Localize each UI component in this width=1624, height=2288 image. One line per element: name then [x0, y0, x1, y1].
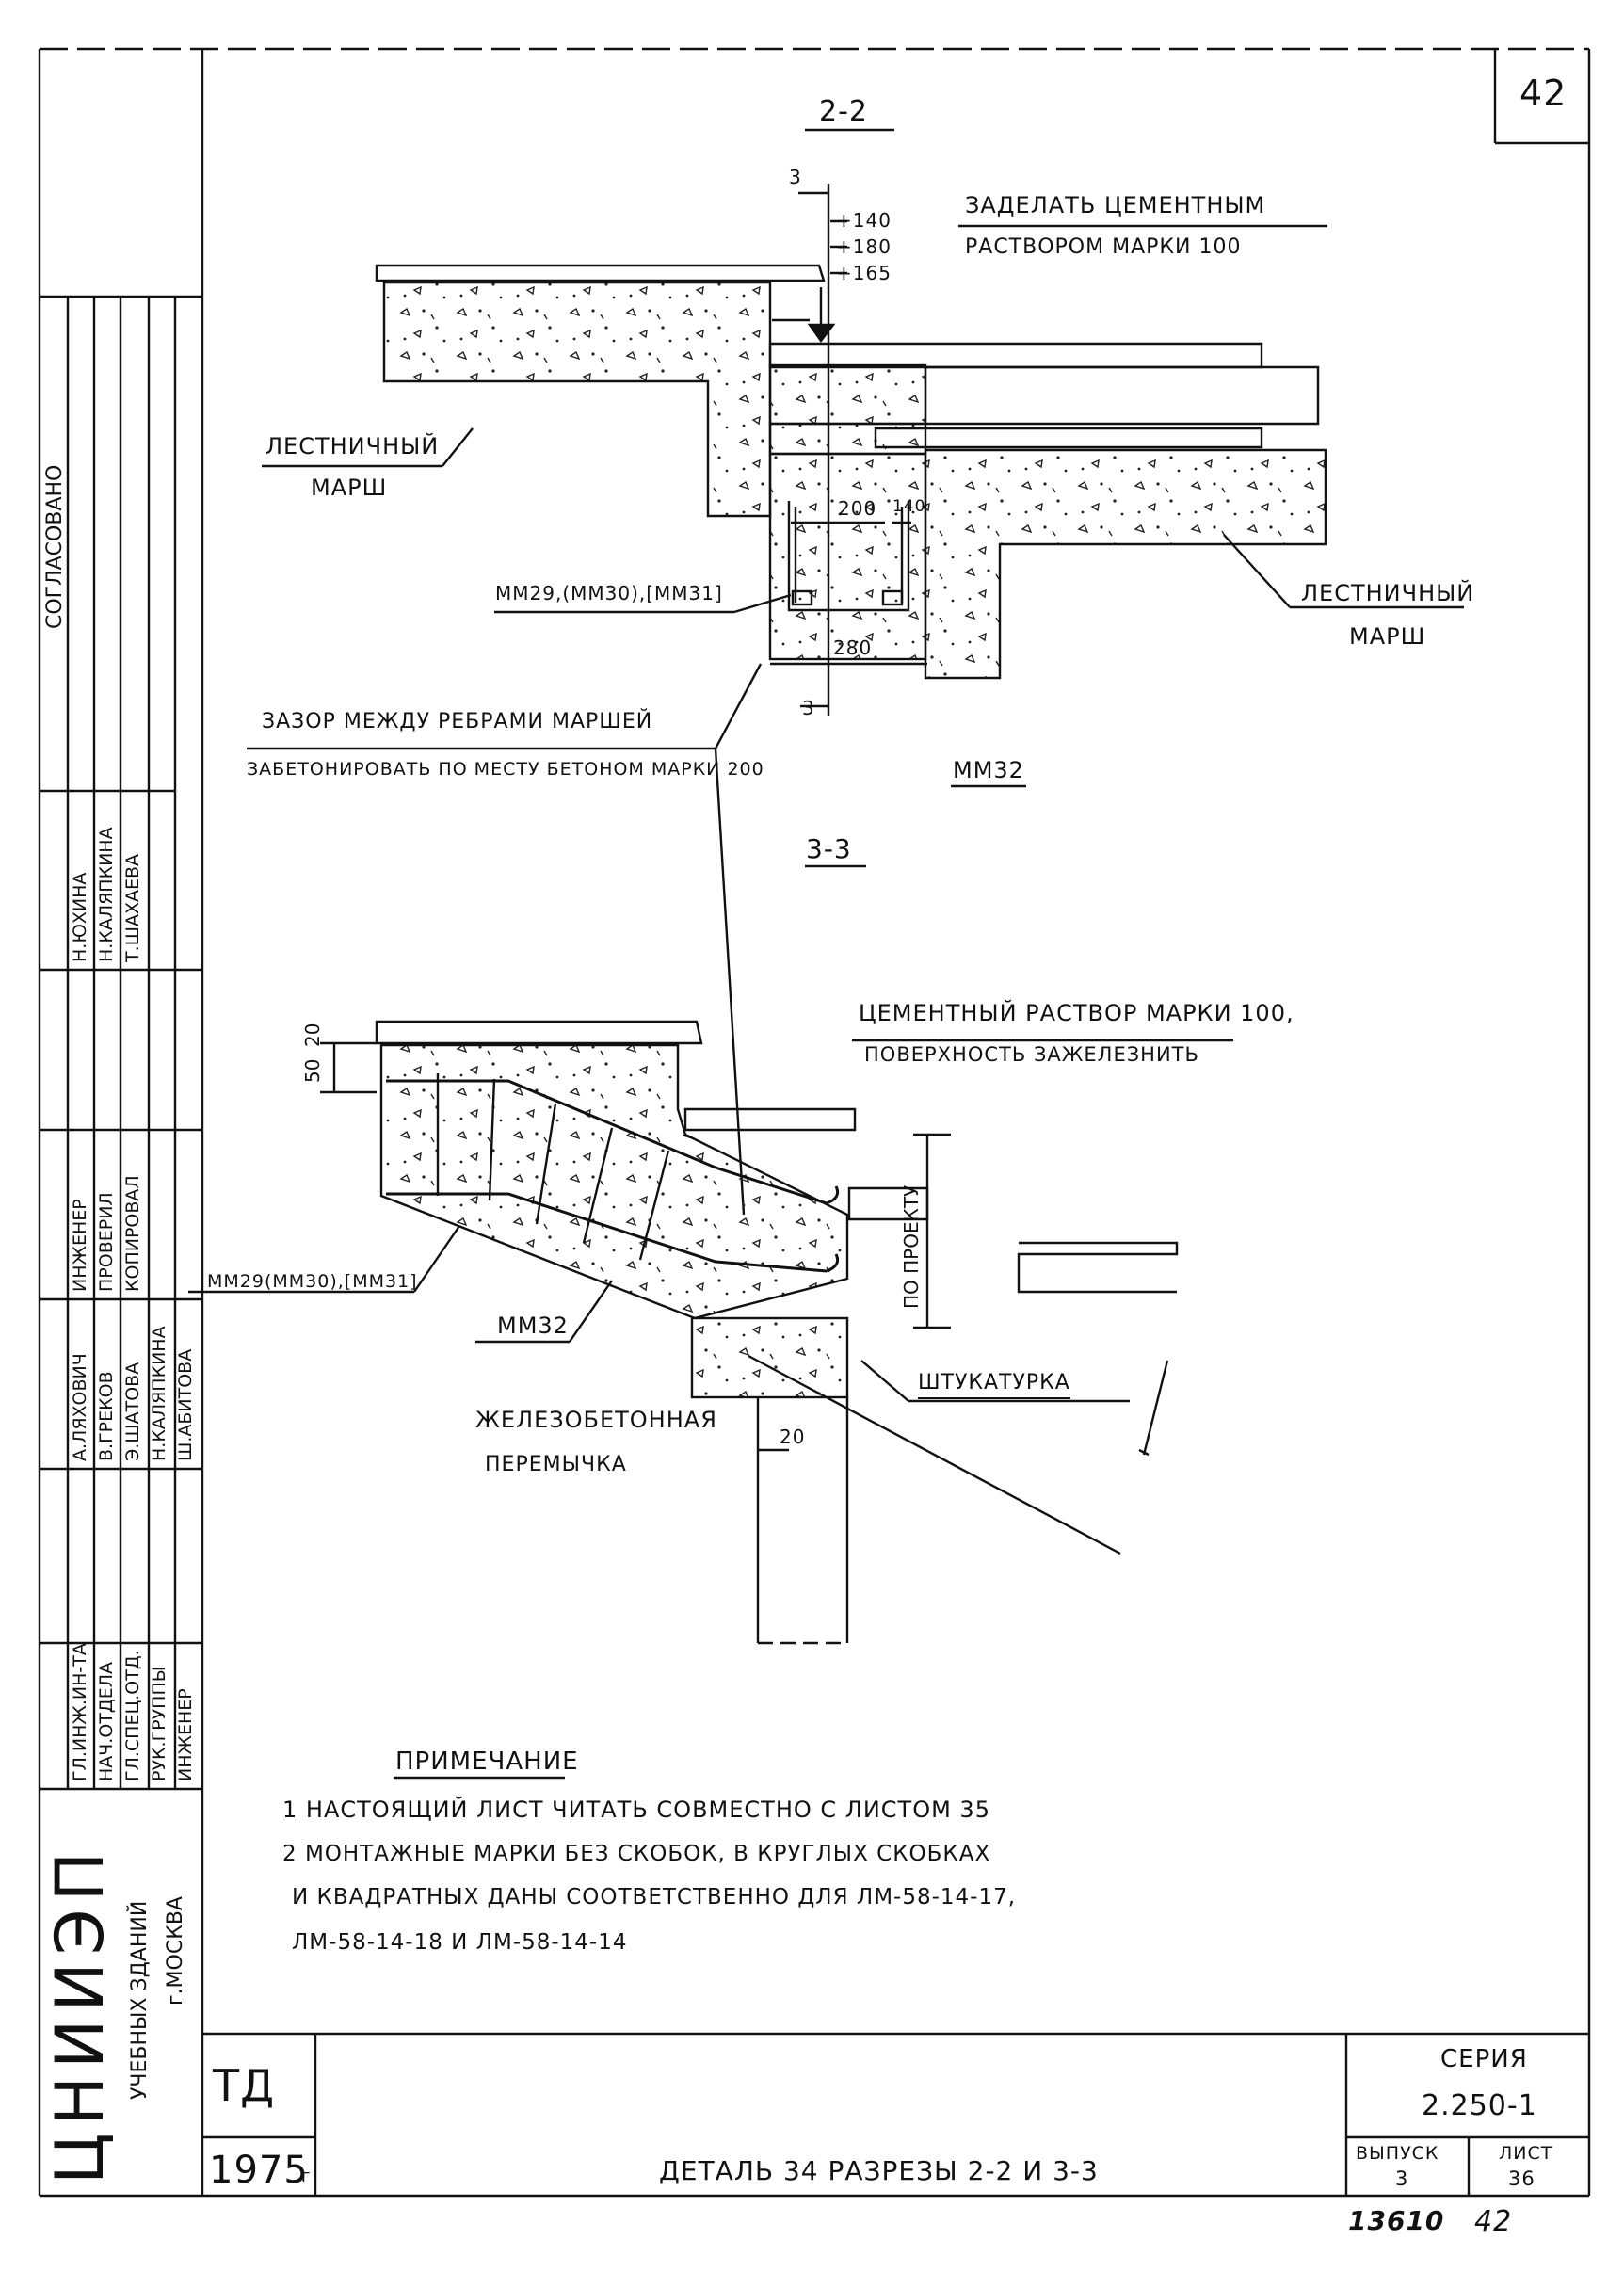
- gap-note-line2: ЗАБЕТОНИРОВАТЬ ПО МЕСТУ БЕТОНОМ МАРКИ 20…: [247, 759, 764, 780]
- org-sub-2: г.МОСКВА: [164, 1896, 187, 2006]
- staff-name-5: Ш.АБИТОВА: [175, 1348, 196, 1461]
- flight-right-line1: ЛЕСТНИЧНЫЙ: [1301, 580, 1475, 606]
- section-title-2-2: 2-2: [819, 95, 868, 128]
- archive-number: 13610: [1348, 2205, 1445, 2236]
- flight-left-line2: МАРШ: [311, 475, 388, 501]
- position-2: НАЧ.ОТДЕЛА: [96, 1661, 117, 1781]
- flight-right-line2: МАРШ: [1349, 623, 1426, 650]
- mortar-line1: ЦЕМЕНТНЫЙ РАСТВОР МАРКИ 100,: [859, 1000, 1294, 1026]
- section-title-3-3: 3-3: [806, 833, 852, 864]
- agreed-name-1: Н.ЮХИНА: [70, 872, 90, 962]
- sheet-label: ЛИСТ: [1499, 2143, 1553, 2164]
- issue-label: ВЫПУСК: [1356, 2143, 1439, 2164]
- staff-name-2: В.ГРЕКОВ: [96, 1371, 117, 1461]
- dim-20-lintel: 20: [780, 1426, 806, 1448]
- mm32-2-2: ММ32: [953, 757, 1024, 783]
- issue-value: 3: [1395, 2167, 1409, 2190]
- dim-200: 200: [838, 497, 877, 520]
- position-1: ГЛ.ИНЖ.ИН-ТА: [70, 1643, 90, 1781]
- plaster-label: ШТУКАТУРКА: [918, 1373, 1070, 1399]
- sheet-value: 36: [1508, 2167, 1536, 2190]
- note-line-1: 1 НАСТОЯЩИЙ ЛИСТ ЧИТАТЬ СОВМЕСТНО С ЛИСТ…: [282, 1797, 990, 1823]
- gap-note-line1: ЗАЗОР МЕЖДУ РЕБРАМИ МАРШЕЙ: [262, 710, 653, 733]
- flight-left-line1: ЛЕСТНИЧНЫЙ: [265, 433, 440, 459]
- note-line-2: 2 МОНТАЖНЫЕ МАРКИ БЕЗ СКОБОК, В КРУГЛЫХ …: [282, 1842, 991, 1866]
- seal-note-line1: ЗАДЕЛАТЬ ЦЕМЕНТНЫМ: [965, 192, 1266, 218]
- org-name: ЦНИИЭП: [41, 1844, 119, 2184]
- role-copied: КОПИРОВАЛ: [122, 1175, 143, 1292]
- dim-3-bottom: 3: [802, 697, 815, 719]
- level-165: +165: [836, 262, 892, 284]
- note-line-4: ЛМ-58-14-18 И ЛМ-58-14-14: [292, 1930, 628, 1955]
- seal-note-line2: РАСТВОРОМ МАРКИ 100: [965, 235, 1242, 259]
- dim-50: 50: [301, 1058, 324, 1083]
- lintel-line1: ЖЕЛЕЗОБЕТОННАЯ: [475, 1407, 717, 1433]
- notes-title: ПРИМЕЧАНИЕ: [395, 1748, 579, 1776]
- note-line-3: И КВАДРАТНЫХ ДАНЫ СООТВЕТСТВЕННО ДЛЯ ЛМ-…: [292, 1885, 1017, 1909]
- td-code: ТД: [213, 2060, 276, 2111]
- agreed-name-2: Н.КАЛЯПКИНА: [96, 827, 117, 962]
- by-project: ПО ПРОЕКТУ: [900, 1184, 923, 1309]
- role-engineer: ИНЖЕНЕР: [70, 1199, 90, 1292]
- series-value: 2.250-1: [1422, 2089, 1537, 2122]
- agreed-name-3: Т.ШАХАЕВА: [122, 853, 143, 962]
- year: 1975: [209, 2149, 309, 2192]
- lintel-line2: ПЕРЕМЫЧКА: [485, 1453, 627, 1476]
- dim-20-top: 20: [301, 1023, 324, 1047]
- staff-name-4: Н.КАЛЯПКИНА: [149, 1326, 169, 1461]
- agreed-label: СОГЛАСОВАНО: [43, 464, 67, 629]
- mm32-3-3: ММ32: [497, 1313, 569, 1339]
- marks-2-2: ММ29,(ММ30),[ММ31]: [495, 582, 723, 604]
- mortar-line2: ПОВЕРХНОСТЬ ЗАЖЕЛЕЗНИТЬ: [864, 1043, 1199, 1066]
- dim-280: 280: [833, 636, 873, 659]
- position-5: ИНЖЕНЕР: [175, 1688, 196, 1781]
- position-3: ГЛ.СПЕЦ.ОТД.: [122, 1650, 143, 1781]
- dim-140: 140: [892, 497, 926, 516]
- drawing-title: ДЕТАЛЬ 34 РАЗРЕЗЫ 2-2 И 3-3: [659, 2155, 1099, 2186]
- series-label: СЕРИЯ: [1440, 2045, 1528, 2073]
- org-sub-1: УЧЕБНЫХ ЗДАНИЙ: [128, 1900, 152, 2100]
- footer-page: 42: [1474, 2205, 1513, 2238]
- staff-name-3: Э.ШАТОВА: [122, 1362, 143, 1461]
- level-180: +180: [836, 235, 892, 258]
- marks-3-3: ММ29(ММ30),[ММ31]: [207, 1271, 418, 1292]
- level-140: +140: [836, 209, 892, 232]
- role-checked: ПРОВЕРИЛ: [96, 1192, 117, 1292]
- staff-name-1: А.ЛЯХОВИЧ: [70, 1353, 90, 1461]
- dim-3-top: 3: [789, 166, 802, 188]
- sheet-number: 42: [1519, 73, 1568, 114]
- year-suffix: г: [301, 2167, 312, 2186]
- position-4: РУК.ГРУППЫ: [149, 1666, 169, 1781]
